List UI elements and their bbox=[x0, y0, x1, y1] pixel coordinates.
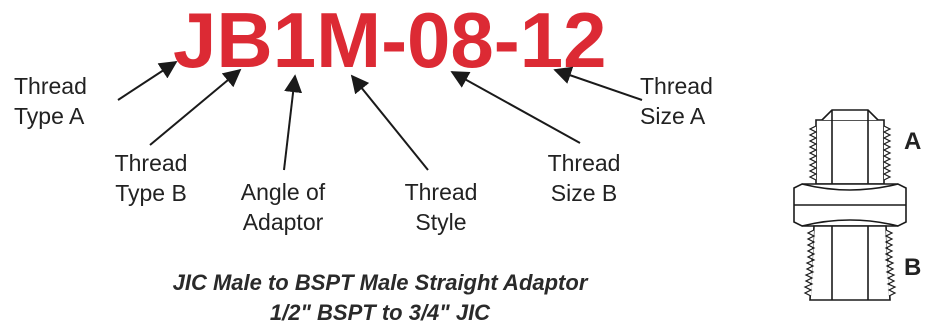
arrow-thread-style bbox=[350, 74, 429, 171]
part-number: JB1M-08-12 bbox=[173, 0, 607, 84]
callout-thread-type-a-line1: Thread bbox=[14, 73, 87, 99]
arrow-thread-type-a bbox=[117, 61, 178, 101]
callout-thread-type-b-line1: Thread bbox=[114, 150, 188, 176]
callout-angle-of-adaptor-line2: Adaptor bbox=[242, 209, 324, 235]
callout-thread-size-b-line2: Size B bbox=[550, 180, 618, 206]
caption-line1: JIC Male to BSPT Male Straight Adaptor bbox=[172, 270, 588, 295]
fitting-top-body bbox=[815, 119, 885, 185]
caption-line2: 1/2" BSPT to 3/4" JIC bbox=[269, 300, 491, 325]
callout-thread-style-line2: Style bbox=[415, 209, 467, 235]
callout-thread-type-a: Thread Type A bbox=[14, 71, 87, 131]
fitting-bottom-threads bbox=[803, 229, 897, 297]
fitting-flare-cone bbox=[821, 109, 879, 121]
fitting-label-b: B bbox=[904, 254, 922, 281]
callout-thread-style-line1: Thread bbox=[404, 179, 478, 205]
callout-thread-type-b-line2: Type B bbox=[115, 180, 187, 206]
arrow-thread-type-b bbox=[149, 68, 242, 146]
callout-thread-size-a-line1: Thread bbox=[640, 73, 713, 99]
callout-angle-of-adaptor-line1: Angle of bbox=[240, 179, 326, 205]
fitting-drawing bbox=[793, 109, 907, 301]
callout-thread-type-a-line2: Type A bbox=[14, 103, 85, 129]
callout-thread-style: Thread Style bbox=[386, 177, 496, 237]
fitting-bottom-body bbox=[809, 225, 891, 301]
arrow-thread-size-b bbox=[450, 71, 581, 144]
callout-thread-size-a: Thread Size A bbox=[640, 71, 713, 131]
callout-angle-of-adaptor: Angle of Adaptor bbox=[223, 177, 343, 237]
callout-thread-size-b: Thread Size B bbox=[529, 148, 639, 208]
fitting-label-a: A bbox=[904, 128, 922, 155]
arrow-thread-size-a bbox=[553, 66, 643, 101]
callout-thread-type-b: Thread Type B bbox=[96, 148, 206, 208]
arrow-angle-of-adaptor bbox=[283, 74, 303, 171]
fitting-top-threads bbox=[808, 125, 892, 181]
callout-thread-size-b-line1: Thread bbox=[547, 150, 621, 176]
callout-thread-size-a-line2: Size A bbox=[640, 103, 706, 129]
